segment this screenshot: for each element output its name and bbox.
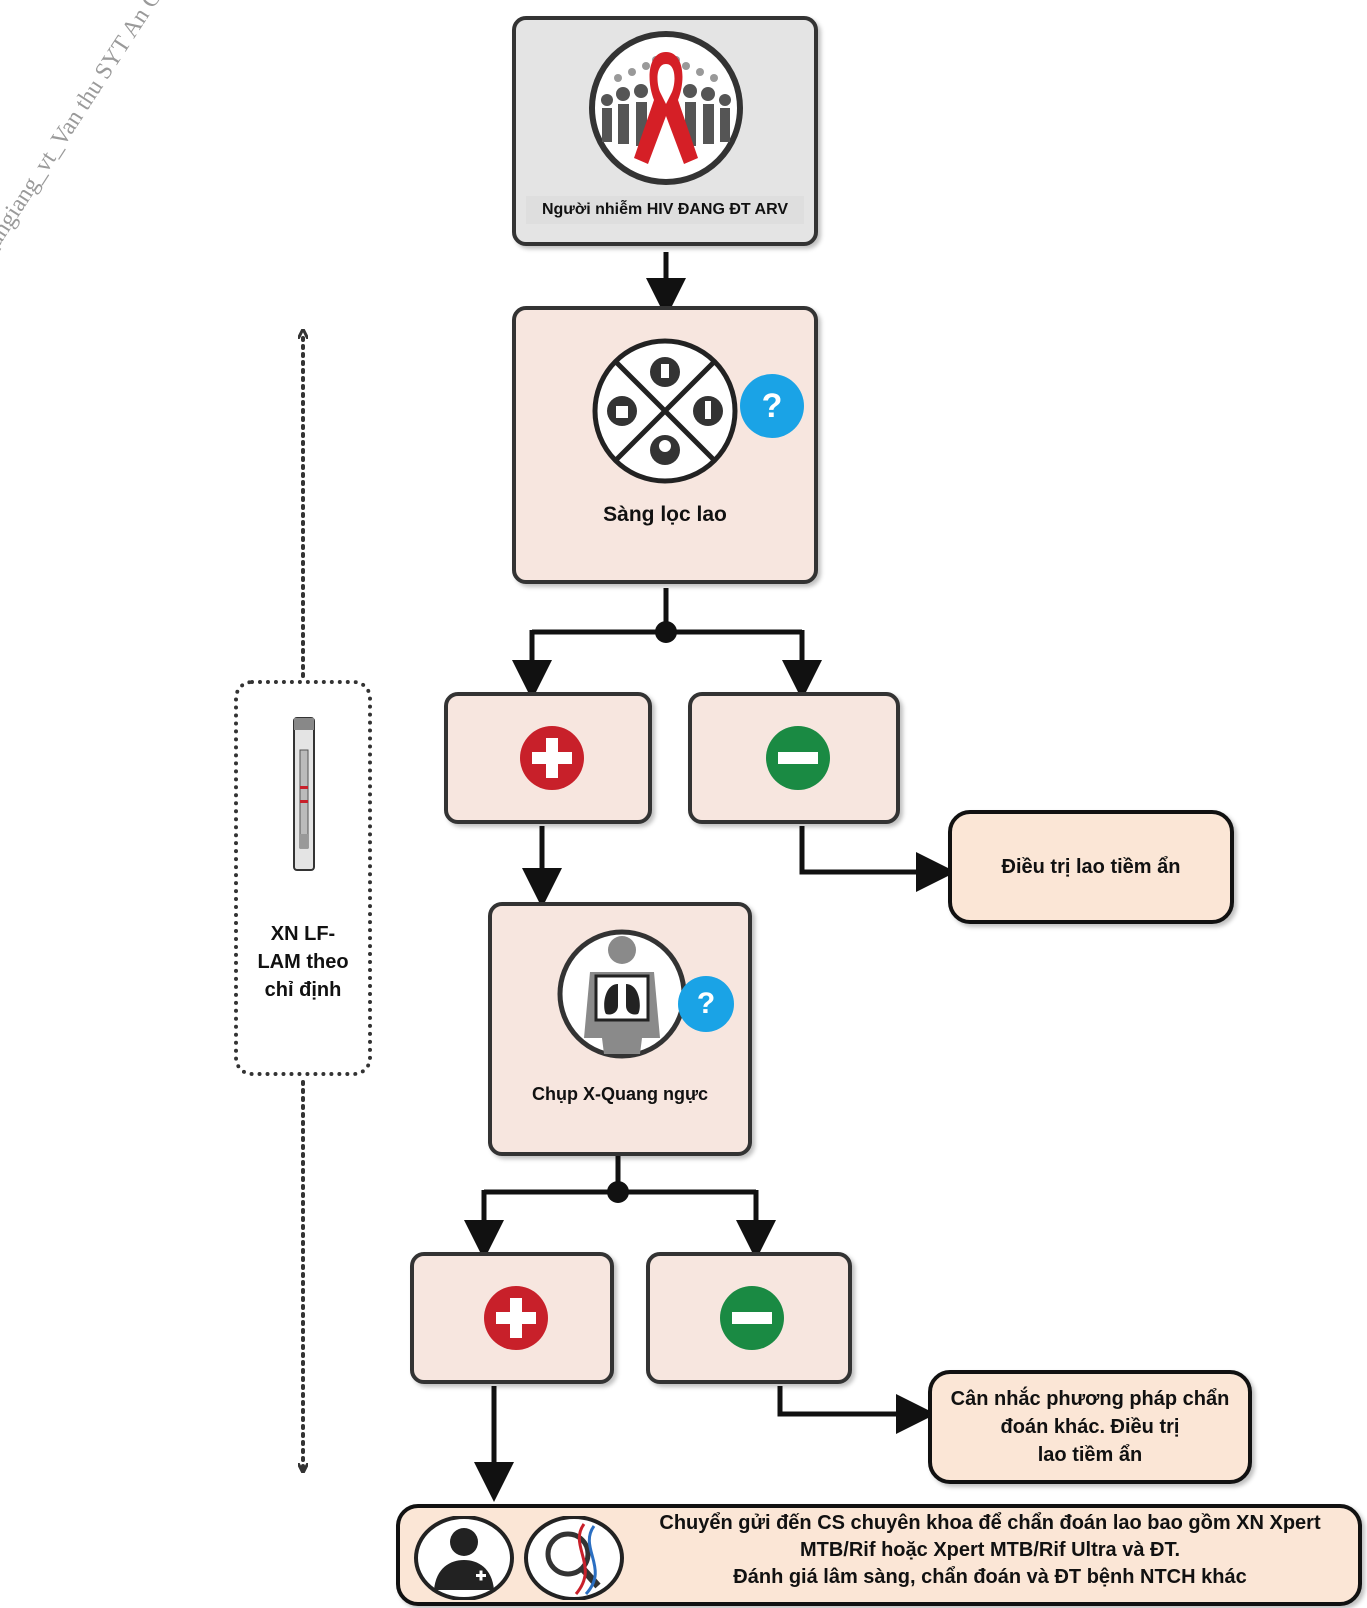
minus-circle-icon bbox=[766, 726, 830, 790]
doctor-icon bbox=[414, 1515, 514, 1601]
lf-lam-line: chỉ định bbox=[264, 979, 342, 1001]
referral-line: MTB/Rif hoặc Xpert MTB/Rif Ultra và ĐT. bbox=[799, 1539, 1181, 1561]
referral-node bbox=[396, 1504, 1362, 1606]
screen-negative-node bbox=[688, 692, 900, 824]
xray-node: ? Chụp X-Quang ngực bbox=[488, 902, 752, 1156]
referral-line: Chuyển gửi đến CS chuyên khoa để chẩn đo… bbox=[659, 1512, 1321, 1534]
referral-text: Chuyển gửi đến CS chuyên khoa để chẩn đo… bbox=[630, 1510, 1350, 1591]
other-diagnosis-line: lao tiềm ẩn bbox=[1037, 1444, 1143, 1466]
lf-lam-label: XN LF- LAM theo chỉ định bbox=[234, 920, 372, 1004]
latent-tb-label: Điều trị lao tiềm ẩn bbox=[1001, 856, 1181, 878]
arrow-to-other-diagnosis bbox=[777, 1386, 936, 1434]
xray-negative-node bbox=[646, 1252, 852, 1384]
minus-circle-icon bbox=[720, 1286, 784, 1350]
hiv-ribbon-people-icon bbox=[588, 30, 744, 186]
test-strip-icon bbox=[292, 716, 316, 872]
screening-help-badge[interactable]: ? bbox=[740, 374, 804, 438]
plus-circle-icon bbox=[520, 726, 584, 790]
plus-circle-icon bbox=[484, 1286, 548, 1350]
hiv-node-label: Người nhiễm HIV ĐANG ĐT ARV bbox=[526, 196, 804, 224]
lf-lam-line: XN LF- bbox=[270, 923, 336, 945]
other-diagnosis-line: đoán khác. Điều trị bbox=[1000, 1416, 1180, 1438]
other-diagnosis-node: Cân nhắc phương pháp chẩn đoán khác. Điề… bbox=[928, 1370, 1252, 1484]
hiv-node: Người nhiễm HIV ĐANG ĐT ARV bbox=[512, 16, 818, 246]
chest-xray-icon bbox=[556, 928, 688, 1060]
arrow-to-latent-tb bbox=[799, 826, 956, 892]
other-diagnosis-line: Cân nhắc phương pháp chẩn bbox=[950, 1388, 1230, 1410]
symptom-screening-icon bbox=[590, 336, 740, 486]
screen-positive-node bbox=[444, 692, 652, 824]
xray-node-label: Chụp X-Quang ngực bbox=[531, 1084, 709, 1104]
screening-node: ? Sàng lọc lao bbox=[512, 306, 818, 584]
xray-positive-node bbox=[410, 1252, 614, 1384]
dna-test-icon bbox=[524, 1515, 624, 1601]
referral-line: Đánh giá lâm sàng, chẩn đoán và ĐT bệnh … bbox=[733, 1566, 1247, 1588]
screening-node-label: Sàng lọc lao bbox=[603, 503, 727, 526]
lf-lam-node bbox=[234, 680, 372, 1076]
latent-tb-node: Điều trị lao tiềm ẩn bbox=[948, 810, 1234, 924]
lf-lam-line: LAM theo bbox=[257, 951, 349, 973]
xray-help-badge[interactable]: ? bbox=[678, 976, 734, 1032]
